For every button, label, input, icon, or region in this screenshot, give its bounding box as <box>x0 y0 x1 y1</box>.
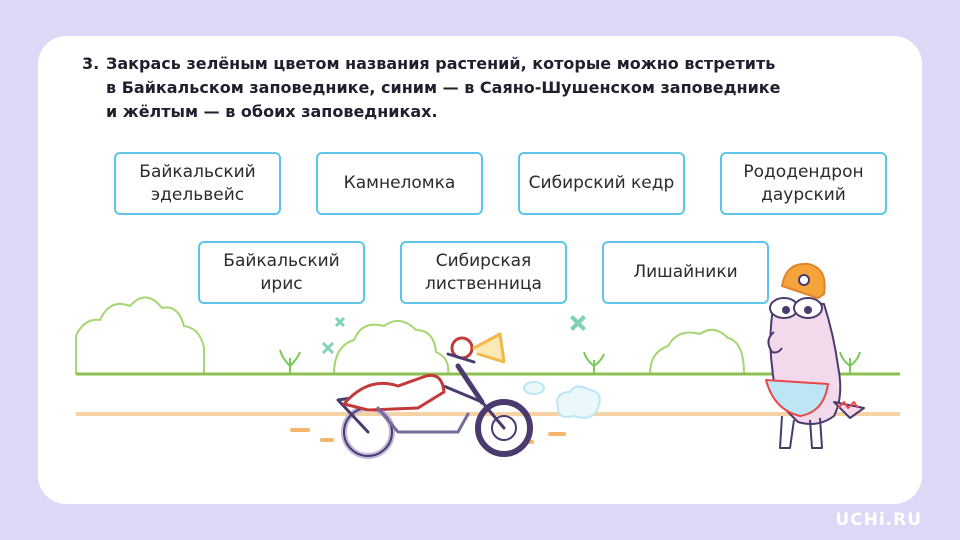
task-line-1: 3.Закрась зелёным цветом названия растен… <box>82 52 862 76</box>
left-bush <box>75 296 205 374</box>
dinosaur-character <box>765 262 865 449</box>
uchi-logo: UCHi.RU <box>835 510 922 530</box>
plant-card-saxifrage[interactable]: Камнеломка <box>316 152 483 215</box>
task-line-3: и жёлтым — в обоих заповедниках. <box>106 102 438 121</box>
plant-card-rhododendron[interactable]: Рододендрон даурский <box>720 152 887 215</box>
task-number: 3. <box>82 54 100 73</box>
road-dashes <box>290 428 566 444</box>
plant-card-baikal-iris[interactable]: Байкальский ирис <box>198 241 365 304</box>
middle-bush <box>333 319 450 375</box>
plant-card-lichens[interactable]: Лишайники <box>602 241 769 304</box>
plant-card-siberian-cedar[interactable]: Сибирский кедр <box>518 152 685 215</box>
task-card: 3.Закрась зелёным цветом названия растен… <box>38 36 922 504</box>
plant-card-baikal-edelweiss[interactable]: Байкальский эдельвейс <box>114 152 281 215</box>
right-bush <box>649 328 745 375</box>
motorcycle <box>336 332 533 459</box>
scene-illustration <box>75 262 900 459</box>
leaf-crosses <box>320 315 586 354</box>
exhaust-puffs <box>523 381 601 419</box>
task-line-2: в Байкальском заповеднике, синим — в Сая… <box>106 78 781 97</box>
plant-card-siberian-larch[interactable]: Сибирская лиственница <box>400 241 567 304</box>
task-text: 3.Закрась зелёным цветом названия растен… <box>82 52 862 124</box>
sprouts <box>279 349 861 374</box>
